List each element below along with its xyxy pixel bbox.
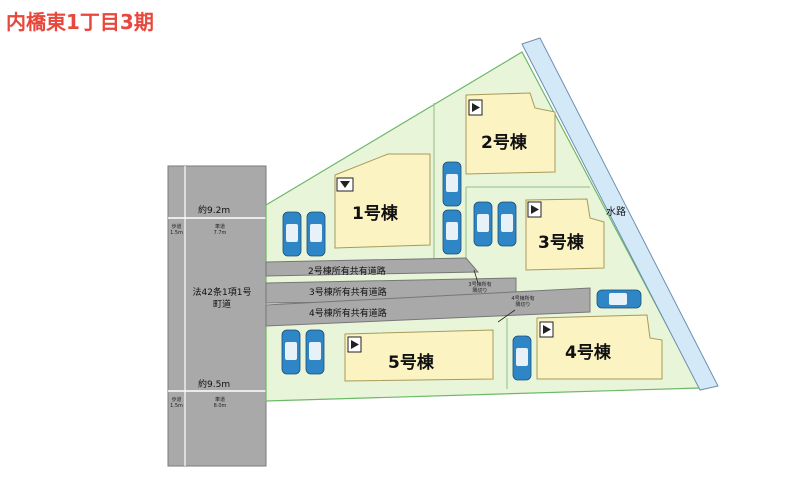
note-pointer-4 (497, 309, 516, 323)
waterway (521, 37, 719, 391)
road-width-top: 約9.2m (198, 206, 231, 216)
entry-marker-3 (527, 201, 542, 218)
building-4 (536, 314, 663, 380)
entry-marker-4 (539, 321, 554, 338)
parked-car (442, 161, 462, 207)
carriageway-label-top: 車道 7.7m (213, 224, 227, 236)
building-1 (334, 153, 431, 249)
parked-car (473, 201, 493, 247)
page-title: 内橋東1丁目3期 (6, 10, 154, 34)
shared-road-3-label: 3号棟所有共有道路 (309, 288, 387, 298)
sidewalk-label-top: 歩道 1.5m (170, 224, 183, 236)
shared-road-4-label: 4号棟所有共有道路 (309, 309, 387, 319)
road-width-bottom: 約9.5m (198, 380, 231, 390)
shared-road-2-label: 2号棟所有共有道路 (308, 267, 386, 277)
carriageway-label-bottom: 車道 8.0m (213, 397, 227, 409)
public-road-name: 法42条1項1号 町道 (192, 288, 252, 310)
building-3-label: 3号棟 (538, 233, 584, 253)
building-3 (525, 198, 605, 271)
parked-car (282, 211, 302, 257)
parked-car (442, 209, 462, 255)
parked-car (281, 329, 301, 375)
building-5 (344, 329, 494, 382)
building-4-label: 4号棟 (565, 343, 611, 363)
corner-note-4: 4号棟所有 隅切り (511, 296, 535, 308)
building-2 (465, 92, 556, 175)
entry-marker-5 (347, 336, 362, 353)
parked-car (305, 329, 325, 375)
building-1-label: 1号棟 (352, 204, 398, 224)
corner-note-3: 3号棟所有 隅切り (468, 282, 492, 294)
parked-car (596, 289, 642, 309)
public-road (167, 165, 267, 467)
parked-car (497, 201, 517, 247)
shared-road-2 (265, 257, 480, 277)
building-5-label: 5号棟 (388, 353, 434, 373)
note-pointer-3 (473, 269, 479, 284)
parked-car (512, 335, 532, 381)
waterway-label: 水路 (606, 207, 626, 218)
sidewalk-label-bottom: 歩道 1.5m (170, 397, 183, 409)
entry-marker-2 (468, 99, 483, 116)
shared-road-4 (265, 287, 591, 327)
parked-car (306, 211, 326, 257)
entry-marker-1 (336, 177, 354, 192)
building-2-label: 2号棟 (481, 133, 527, 153)
